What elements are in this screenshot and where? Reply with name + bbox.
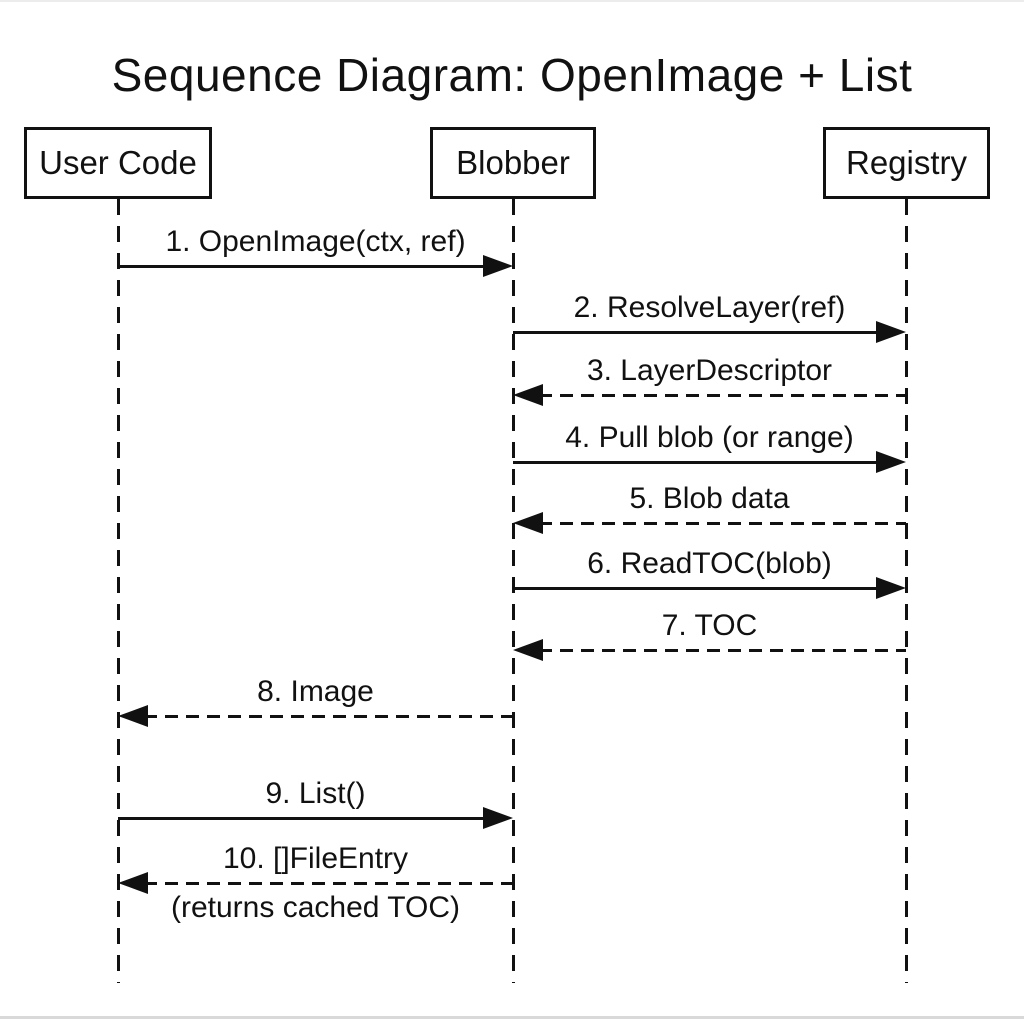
lifeline-registry (905, 199, 908, 983)
message-line-dashed (539, 522, 906, 525)
message-sublabel: (returns cached TOC) (171, 891, 460, 924)
message-label: 6. ReadTOC(blob) (587, 547, 832, 580)
message-line-dashed (144, 882, 513, 885)
arrowhead-right-icon (876, 321, 906, 343)
arrowhead-left-icon (513, 384, 543, 406)
lifeline-blobber (512, 199, 515, 983)
arrowhead-left-icon (118, 872, 148, 894)
message-line-solid (118, 817, 487, 820)
message-line-dashed (539, 394, 906, 397)
message-label: 5. Blob data (629, 482, 790, 515)
message-line-dashed (144, 715, 513, 718)
arrowhead-right-icon (483, 807, 513, 829)
message-label: 10. []FileEntry (222, 842, 409, 875)
message-line-dashed (539, 649, 906, 652)
lifeline-user-code (117, 199, 120, 983)
message-line-solid (513, 587, 880, 590)
page-edge-top (0, 0, 1024, 2)
message-line-solid (513, 461, 880, 464)
actor-label-blobber: Blobber (456, 144, 570, 181)
actor-box-blobber: Blobber (430, 127, 596, 199)
actor-box-registry: Registry (823, 127, 990, 199)
message-label: 1. OpenImage(ctx, ref) (165, 225, 466, 258)
arrowhead-right-icon (876, 577, 906, 599)
message-label: 9. List() (265, 777, 366, 810)
actor-box-user-code: User Code (24, 127, 212, 199)
arrowhead-left-icon (513, 639, 543, 661)
message-line-solid (513, 331, 880, 334)
arrowhead-left-icon (513, 512, 543, 534)
page-edge-bottom (0, 1016, 1024, 1019)
message-label: 3. LayerDescriptor (586, 354, 833, 387)
message-label: 2. ResolveLayer(ref) (573, 291, 846, 324)
message-label: 7. TOC (661, 609, 758, 642)
message-line-solid (118, 265, 487, 268)
actor-label-registry: Registry (845, 144, 968, 181)
actor-label-user-code: User Code (39, 144, 197, 181)
message-label: 4. Pull blob (or range) (565, 421, 854, 454)
message-label: 8. Image (257, 675, 374, 708)
diagram-title: Sequence Diagram: OpenImage + List (111, 49, 913, 101)
arrowhead-right-icon (876, 451, 906, 473)
arrowhead-right-icon (483, 255, 513, 277)
arrowhead-left-icon (118, 705, 148, 727)
